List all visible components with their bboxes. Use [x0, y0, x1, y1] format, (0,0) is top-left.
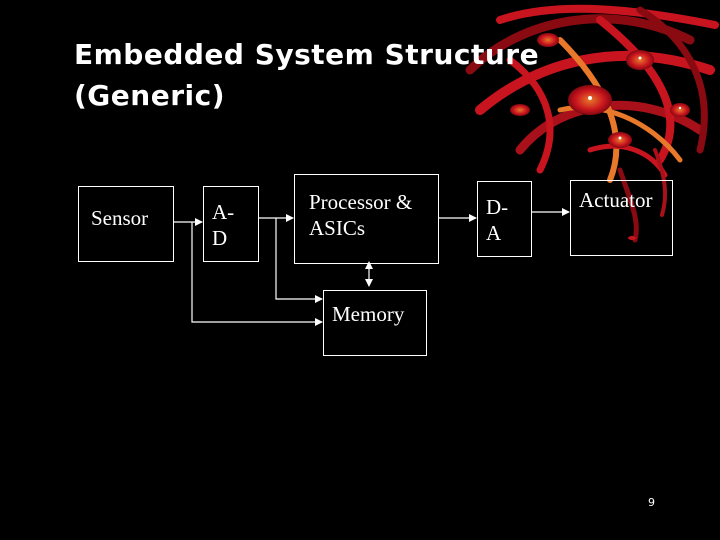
- title-line-2: (Generic): [74, 79, 225, 112]
- page-number: 9: [648, 496, 655, 509]
- memory-label: Memory: [332, 302, 405, 326]
- actuator-block: Actuator: [570, 180, 673, 256]
- ad-label-line-1: A-: [212, 200, 235, 224]
- processor-block: Processor & ASICs: [294, 174, 439, 264]
- ad-converter-block: A- D: [203, 186, 259, 262]
- ad-label-line-2: D: [212, 226, 228, 250]
- bus-line-to-memory-1: [275, 218, 323, 303]
- bus-line-to-memory-2: [191, 222, 323, 326]
- slide-title: Embedded System Structure (Generic): [74, 34, 539, 116]
- processor-label-line-1: Processor &: [309, 190, 413, 214]
- da-label-line-1: D-: [486, 195, 509, 219]
- memory-block: Memory: [323, 290, 427, 356]
- da-label-line-2: A: [486, 221, 502, 245]
- title-line-1: Embedded System Structure: [74, 38, 540, 71]
- actuator-label: Actuator: [579, 188, 653, 212]
- processor-label-line-2: ASICs: [309, 216, 366, 240]
- sensor-block: Sensor: [78, 186, 174, 262]
- da-converter-block: D- A: [477, 181, 532, 257]
- sensor-label: Sensor: [91, 206, 149, 230]
